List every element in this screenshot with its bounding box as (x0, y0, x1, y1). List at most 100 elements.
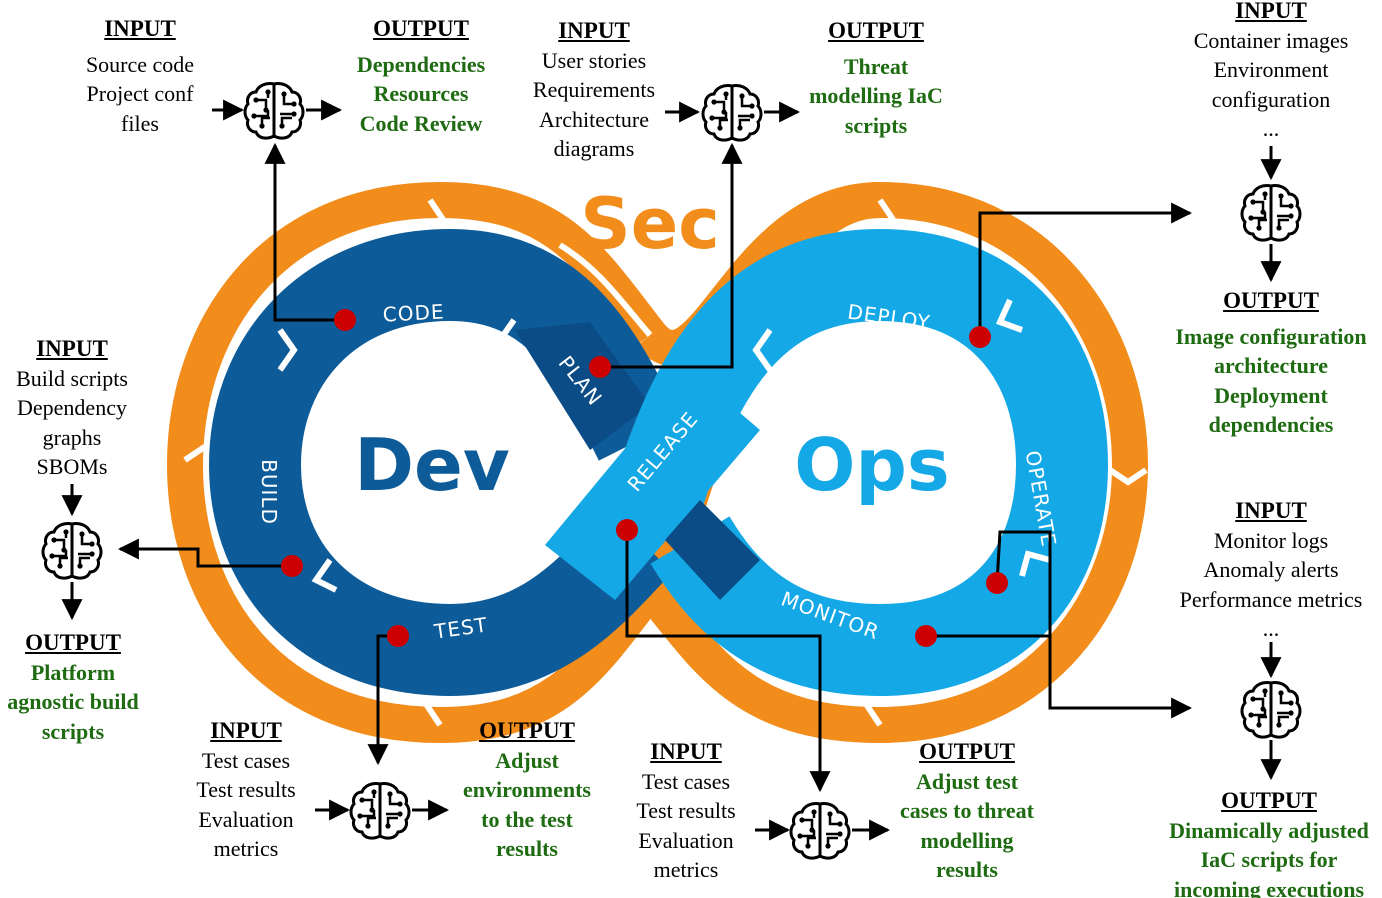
block-line: files (121, 110, 159, 136)
deploy-output-block: OUTPUT Image configuration architecture … (1161, 286, 1381, 440)
connector-plan (600, 142, 743, 369)
block-line: Dinamically adjusted (1169, 817, 1369, 843)
block-line: Adjust (495, 747, 559, 773)
ops-text: Ops (794, 423, 950, 507)
marker-build (281, 555, 303, 577)
block-line: results (936, 857, 998, 882)
block-heading: OUTPUT (25, 630, 121, 655)
block-line: diagrams (553, 136, 635, 161)
block-heading: OUTPUT (919, 739, 1015, 764)
block-heading: OUTPUT (373, 16, 469, 41)
block-line: Dependency (17, 395, 127, 420)
block-line: incoming executions (1173, 876, 1365, 898)
test-output-block: OUTPUT Adjust environments to the test r… (452, 716, 602, 864)
connector-build (117, 538, 292, 568)
release-output-block: OUTPUT Adjust test cases to threat model… (882, 737, 1052, 885)
block-line: Architecture (539, 106, 649, 132)
brain-circuit-icon (41, 521, 103, 580)
block-line: ... (1262, 616, 1280, 641)
block-line: Performance metrics (1179, 586, 1363, 612)
sec-text: Sec (580, 183, 719, 265)
marker-monitor (915, 625, 937, 647)
plan-input-block: INPUT User stories Requirements Architec… (516, 16, 672, 164)
block-heading: INPUT (1235, 498, 1307, 523)
block-line: ... (1262, 116, 1280, 141)
marker-operate (986, 572, 1008, 594)
block-line: scripts (844, 112, 908, 138)
block-line: architecture (1213, 353, 1329, 378)
block-line: metrics (653, 857, 719, 882)
connector-code (264, 142, 345, 322)
deploy-input-block: INPUT Container images Environment confi… (1171, 0, 1371, 144)
marker-plan (589, 356, 611, 378)
block-heading: OUTPUT (1223, 288, 1319, 313)
brain-circuit-icon (349, 781, 411, 840)
brain-circuit-icon (1240, 680, 1302, 739)
block-line: metrics (213, 836, 279, 861)
block-line: Project conf (86, 81, 194, 106)
block-line: Source code (85, 51, 195, 77)
build-input-block: INPUT Build scripts Dependency graphs SB… (2, 334, 142, 482)
block-line: graphs (42, 424, 102, 450)
block-line: to the test (481, 806, 573, 832)
dev-text: Dev (354, 423, 510, 507)
plan-output-block: OUTPUT Threat modelling IaC scripts (796, 16, 956, 140)
block-line: SBOMs (36, 454, 108, 479)
block-line: Test cases (641, 768, 731, 794)
block-line: Threat (843, 53, 909, 79)
marker-code (334, 309, 356, 331)
block-line: configuration (1211, 86, 1331, 112)
connector-deploy (978, 202, 1193, 337)
block-line: Deployment (1214, 382, 1328, 408)
block-line: Adjust test (915, 768, 1019, 794)
code-output-block: OUTPUT Dependencies Resources Code Revie… (336, 14, 506, 138)
block-heading: OUTPUT (828, 18, 924, 43)
block-heading: INPUT (104, 16, 176, 41)
block-line: dependencies (1208, 412, 1334, 437)
release-input-block: INPUT Test cases Test results Evaluation… (620, 737, 752, 885)
block-line: Resources (373, 81, 469, 106)
code-input-block: INPUT Source code Project conf files (62, 14, 218, 138)
marker-test (387, 625, 409, 647)
block-line: Evaluation (198, 806, 294, 832)
block-heading: OUTPUT (479, 718, 575, 743)
block-line: Test cases (201, 747, 291, 773)
ops-loop (545, 228, 1109, 697)
block-line: Code Review (359, 110, 483, 136)
block-line: IaC scripts for (1200, 847, 1338, 872)
block-line: Dependencies (356, 51, 486, 77)
block-line: Test results (196, 777, 296, 802)
block-line: User stories (541, 47, 647, 73)
block-heading: INPUT (36, 336, 108, 361)
stage-code-label: CODE (382, 299, 445, 326)
block-line: Anomaly alerts (1203, 557, 1339, 582)
test-input-block: INPUT Test cases Test results Evaluation… (180, 716, 312, 864)
block-line: Evaluation (638, 827, 734, 853)
block-line: Build scripts (16, 365, 128, 391)
brain-circuit-icon (1240, 183, 1302, 242)
block-heading: INPUT (210, 718, 282, 743)
block-heading: OUTPUT (1221, 788, 1317, 813)
block-line: scripts (41, 718, 105, 744)
block-line: environments (463, 777, 591, 802)
stage-markers (281, 309, 1008, 647)
stage-build-label: BUILD (257, 459, 281, 525)
block-line: modelling (920, 827, 1014, 853)
brain-circuit-icon (243, 81, 305, 140)
block-line: Requirements (532, 77, 656, 102)
block-heading: INPUT (1235, 0, 1307, 23)
block-line: results (496, 836, 558, 861)
block-line: cases to threat (900, 798, 1034, 823)
block-line: agnostic build (7, 689, 139, 714)
brain-circuit-icon (701, 83, 763, 142)
build-output-block: OUTPUT Platform agnostic build scripts (0, 628, 146, 746)
block-line: Platform (30, 659, 116, 685)
block-heading: INPUT (650, 739, 722, 764)
connectors (61, 99, 1282, 841)
connector-operate (995, 530, 1193, 719)
monitor-input-block: INPUT Monitor logs Anomaly alerts Perfor… (1161, 496, 1381, 644)
block-line: Test results (636, 798, 736, 823)
connector-release (625, 530, 831, 793)
